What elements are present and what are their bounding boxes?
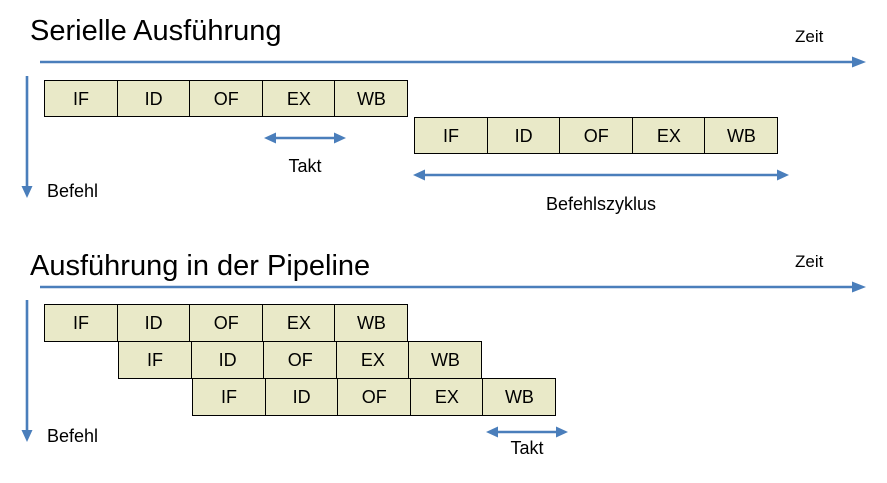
stage-box: IF	[44, 304, 118, 342]
stage-box: OF	[263, 341, 338, 379]
instruction-axis-label-pipeline: Befehl	[47, 426, 99, 446]
instruction-row: IF ID OF EX WB	[44, 304, 409, 342]
stage-box: ID	[116, 80, 191, 117]
stage-box: EX	[409, 378, 484, 416]
stage-box: IF	[118, 341, 192, 379]
stage-box: EX	[335, 341, 410, 379]
measure-arrow-befehlszyklus	[412, 168, 790, 182]
stage-box: IF	[192, 378, 266, 416]
time-axis-label-pipeline: Zeit	[795, 252, 824, 271]
measure-label-takt-serial: Takt	[288, 156, 322, 176]
instruction-axis-arrow-serial	[19, 76, 35, 198]
stage-box: IF	[414, 117, 488, 154]
stage-box: WB	[334, 304, 409, 342]
stage-box: EX	[631, 117, 706, 154]
instruction-row: IF ID OF EX WB	[44, 80, 409, 117]
stage-box: OF	[559, 117, 634, 154]
stage-box: EX	[261, 304, 336, 342]
measure-label-takt-pipeline: Takt	[510, 438, 544, 458]
stage-box: ID	[264, 378, 339, 416]
stage-box: OF	[337, 378, 412, 416]
instruction-row: IF ID OF EX WB	[118, 341, 483, 379]
section-pipeline: Ausführung in der Pipeline Zeit Befehl I…	[0, 240, 887, 483]
time-axis-label-serial: Zeit	[795, 27, 824, 46]
stage-box: OF	[189, 304, 264, 342]
section-serial: Serielle Ausführung Zeit Befehl IF ID OF…	[0, 0, 887, 240]
stage-box: ID	[486, 117, 561, 154]
time-axis-arrow-serial	[40, 55, 870, 69]
section-title-pipeline: Ausführung in der Pipeline	[30, 250, 371, 282]
measure-arrow-takt-serial	[263, 131, 347, 145]
stage-box: WB	[408, 341, 483, 379]
stage-box: ID	[116, 304, 191, 342]
stage-box: WB	[334, 80, 409, 117]
instruction-row: IF ID OF EX WB	[192, 378, 557, 416]
stage-box: OF	[189, 80, 264, 117]
stage-box: EX	[261, 80, 336, 117]
measure-arrow-takt-pipeline	[485, 425, 569, 439]
instruction-row: IF ID OF EX WB	[414, 117, 779, 154]
instruction-axis-label-serial: Befehl	[47, 181, 99, 201]
instruction-axis-arrow-pipeline	[19, 300, 35, 442]
stage-box: WB	[482, 378, 557, 416]
stage-box: IF	[44, 80, 118, 117]
stage-box: ID	[190, 341, 265, 379]
stage-box: WB	[704, 117, 779, 154]
measure-label-befehlszyklus: Befehlszyklus	[545, 194, 657, 214]
time-axis-arrow-pipeline	[40, 280, 870, 294]
section-title-serial: Serielle Ausführung	[30, 15, 282, 47]
